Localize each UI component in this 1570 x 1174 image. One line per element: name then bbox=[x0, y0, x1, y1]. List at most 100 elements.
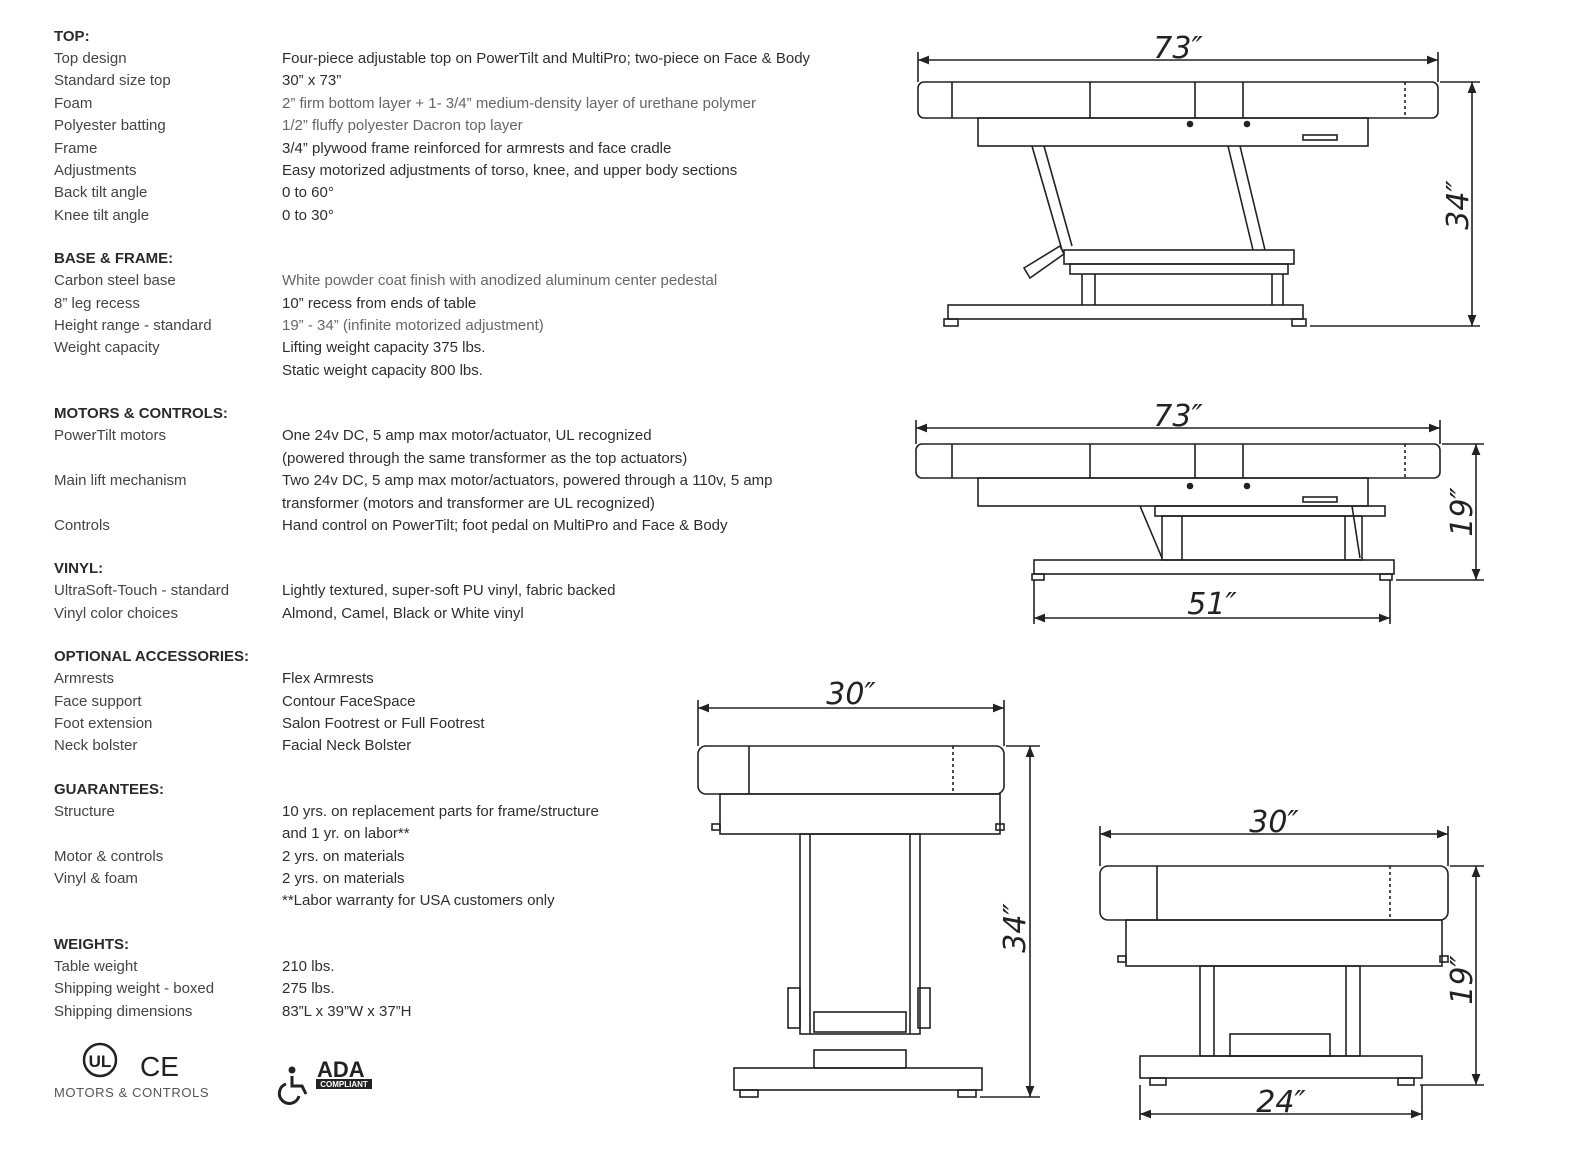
spec-label: Frame bbox=[54, 139, 98, 157]
side-view-lowered-drawing bbox=[915, 420, 1484, 624]
spec-label: UltraSoft-Touch - standard bbox=[54, 582, 230, 600]
spec-value: One 24v DC, 5 amp max motor/actuator, UL… bbox=[282, 427, 652, 445]
spec-value: 0 to 60° bbox=[282, 184, 334, 202]
spec-value: 3/4” plywood frame reinforced for armres… bbox=[282, 139, 672, 157]
spec-label: Polyester batting bbox=[54, 117, 166, 135]
spec-row: Carbon steel base White powder coat finis… bbox=[54, 270, 884, 292]
spec-value: (powered through the same transformer as… bbox=[282, 449, 688, 467]
spec-section: VINYL: UltraSoft-Touch - standard Lightly … bbox=[54, 558, 884, 625]
section-title: MOTORS & CONTROLS: bbox=[54, 405, 228, 423]
spec-value: and 1 yr. on labor** bbox=[282, 825, 410, 843]
spec-label: Vinyl color choices bbox=[54, 604, 178, 622]
spec-row: (powered through the same transformer as… bbox=[54, 448, 884, 470]
side-view-raised-drawing bbox=[917, 52, 1480, 327]
spec-label: Foot extension bbox=[54, 714, 153, 732]
spec-value: White powder coat finish with anodized a… bbox=[282, 272, 718, 290]
end-raised-width-label: 30″ bbox=[826, 677, 876, 712]
spec-row: Adjustments Easy motorized adjustments of… bbox=[54, 160, 884, 182]
spec-value: Lightly textured, super-soft PU vinyl, f… bbox=[282, 582, 616, 600]
side-raised-height-label: 34″ bbox=[1441, 180, 1476, 230]
ce-mark: CE bbox=[140, 1051, 179, 1082]
spec-value: Lifting weight capacity 375 lbs. bbox=[282, 339, 486, 357]
section-title: TOP: bbox=[54, 28, 90, 45]
spec-value: 210 lbs. bbox=[282, 957, 335, 975]
spec-label: Face support bbox=[54, 692, 142, 710]
spec-value: 2” firm bottom layer + 1- 3/4” medium-de… bbox=[282, 94, 756, 112]
spec-label: Standard size top bbox=[54, 72, 171, 90]
section-title: WEIGHTS: bbox=[54, 935, 129, 953]
spec-value: Easy motorized adjustments of torso, kne… bbox=[282, 162, 738, 180]
section-title: VINYL: bbox=[54, 560, 104, 578]
spec-value: Four-piece adjustable top on PowerTilt a… bbox=[282, 50, 811, 67]
spec-value: Almond, Camel, Black or White vinyl bbox=[282, 604, 524, 622]
certification-logos: UL CE MOTORS & CONTROLS ADA COMPLIANT bbox=[54, 1042, 372, 1105]
spec-label: Knee tilt angle bbox=[54, 206, 150, 224]
section-title: BASE & FRAME: bbox=[54, 250, 174, 268]
spec-label: Armrests bbox=[54, 670, 114, 688]
spec-value: 30” x 73” bbox=[282, 72, 342, 90]
spec-row: Structure 10 yrs. on replacement parts fo… bbox=[54, 801, 884, 823]
spec-label: Top design bbox=[54, 50, 127, 67]
spec-label: Height range - standard bbox=[54, 317, 212, 335]
spec-label: Shipping weight - boxed bbox=[54, 980, 215, 998]
certification-caption: MOTORS & CONTROLS bbox=[54, 1085, 209, 1100]
side-lowered-base-label: 51″ bbox=[1187, 587, 1237, 622]
spec-value: Two 24v DC, 5 amp max motor/actuators, p… bbox=[282, 472, 773, 490]
certification-marks: UL CE MOTORS & CONTROLS ADA COMPLIANT bbox=[54, 1040, 454, 1110]
side-raised-length-label: 73″ bbox=[1153, 31, 1203, 66]
spec-row: Vinyl color choices Almond, Camel, Black … bbox=[54, 603, 884, 625]
end-view-raised-drawing bbox=[697, 700, 1040, 1098]
spec-row: transformer (motors and transformer are … bbox=[54, 493, 884, 515]
spec-value: Hand control on PowerTilt; foot pedal on… bbox=[282, 516, 728, 534]
spec-row: Controls Hand control on PowerTilt; foot … bbox=[54, 515, 884, 537]
spec-value: 1/2” fluffy polyester Dacron top layer bbox=[282, 117, 523, 135]
ul-mark: UL bbox=[89, 1052, 112, 1071]
side-lowered-length-label: 73″ bbox=[1153, 399, 1203, 434]
spec-row: Shipping weight - boxed 275 lbs. bbox=[54, 978, 884, 1000]
spec-row: Polyester batting 1/2” fluffy polyester D… bbox=[54, 115, 884, 137]
spec-section: TOP: Top design Four-piece adjustable top … bbox=[54, 26, 884, 227]
spec-row: Foam 2” firm bottom layer + 1- 3/4” mediu… bbox=[54, 93, 884, 115]
spec-label: Carbon steel base bbox=[54, 272, 176, 290]
end-raised-height-label: 34″ bbox=[998, 903, 1033, 953]
spec-label: Motor & controls bbox=[54, 847, 164, 865]
spec-label: Structure bbox=[54, 802, 115, 820]
end-lowered-base-label: 24″ bbox=[1256, 1085, 1306, 1120]
spec-value: transformer (motors and transformer are … bbox=[282, 494, 655, 512]
spec-value: 83”L x 39”W x 37”H bbox=[282, 1002, 412, 1020]
spec-label: Adjustments bbox=[54, 162, 137, 180]
spec-value: 275 lbs. bbox=[282, 980, 335, 998]
spec-value: 0 to 30° bbox=[282, 206, 334, 224]
spec-value: 2 yrs. on materials bbox=[282, 869, 405, 887]
side-lowered-height-label: 19″ bbox=[1445, 487, 1480, 537]
spec-label: Shipping dimensions bbox=[54, 1002, 193, 1020]
spec-value: 10 yrs. on replacement parts for frame/s… bbox=[282, 802, 599, 820]
spec-label: Main lift mechanism bbox=[54, 472, 187, 490]
spec-value: Facial Neck Bolster bbox=[282, 737, 412, 755]
spec-section: BASE & FRAME: Carbon steel base White powd… bbox=[54, 248, 884, 382]
spec-label: Vinyl & foam bbox=[54, 869, 138, 887]
spec-label: Controls bbox=[54, 516, 110, 534]
spec-row: Vinyl & foam 2 yrs. on materials bbox=[54, 868, 884, 890]
spec-row: UltraSoft-Touch - standard Lightly textur… bbox=[54, 580, 884, 602]
spec-value: 2 yrs. on materials bbox=[282, 847, 405, 865]
ada-mark: ADA bbox=[317, 1057, 365, 1082]
spec-row: **Labor warranty for USA customers only bbox=[54, 890, 884, 912]
spec-label: Foam bbox=[54, 94, 93, 112]
spec-value: 10” recess from ends of table bbox=[282, 294, 477, 312]
spec-value: Static weight capacity 800 lbs. bbox=[282, 361, 483, 379]
ul-logo: UL bbox=[82, 1042, 118, 1078]
spec-row: and 1 yr. on labor** bbox=[54, 823, 884, 845]
spec-label: Weight capacity bbox=[54, 339, 160, 357]
